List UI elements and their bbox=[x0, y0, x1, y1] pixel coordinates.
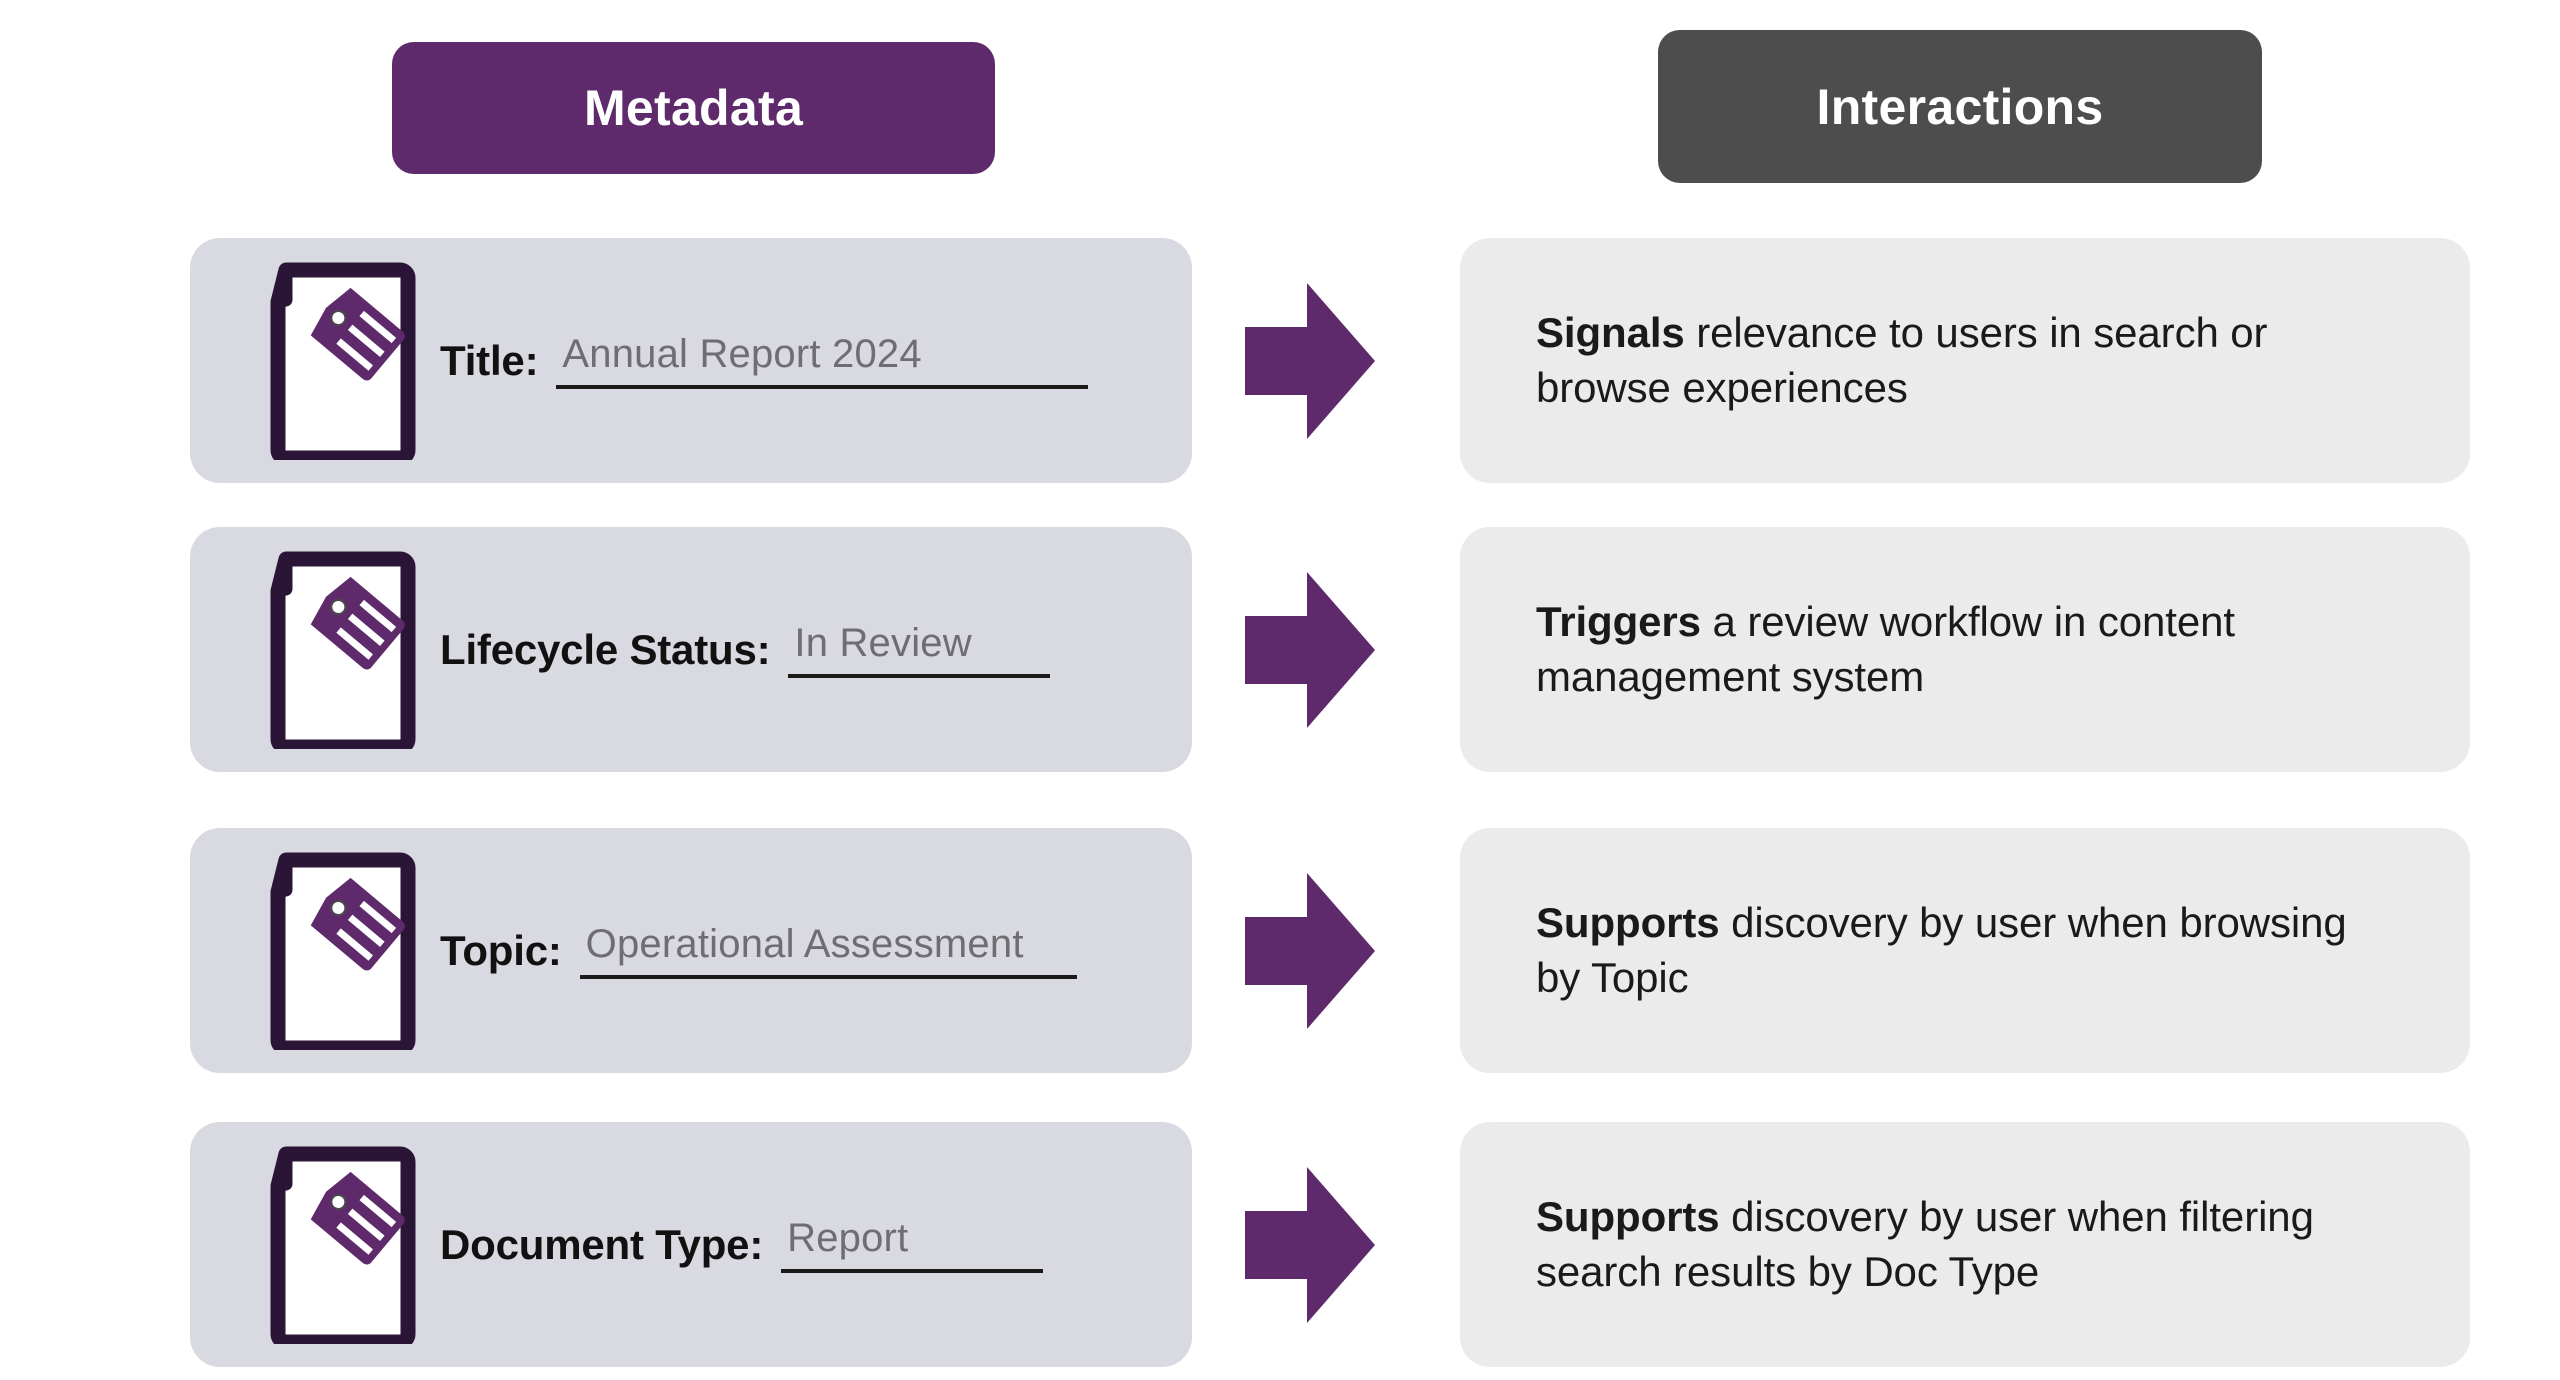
metadata-field-label: Document Type: bbox=[440, 1220, 764, 1268]
metadata-field: Topic: Operational Assessment bbox=[440, 828, 1077, 1073]
metadata-field-value-field[interactable]: Annual Report 2024 bbox=[556, 332, 1089, 389]
interaction-lead: Signals bbox=[1536, 308, 1685, 356]
interaction-lead: Supports bbox=[1536, 898, 1720, 946]
interaction-rest: a review workflow in content management … bbox=[1536, 597, 2235, 700]
interaction-card[interactable]: Signals relevance to users in search or … bbox=[1460, 238, 2470, 483]
table-row: Lifecycle Status: In Review Triggers a r… bbox=[0, 527, 2560, 772]
metadata-field: Lifecycle Status: In Review bbox=[440, 527, 1051, 772]
table-row: Title: Annual Report 2024 Signals releva… bbox=[0, 238, 2560, 483]
metadata-field-value-field[interactable]: Operational Assessment bbox=[579, 922, 1077, 979]
right-arrow-icon bbox=[1245, 873, 1375, 1029]
document-tag-icon bbox=[250, 260, 440, 460]
metadata-field-label: Title: bbox=[440, 336, 539, 384]
metadata-card[interactable]: Topic: Operational Assessment bbox=[190, 828, 1192, 1073]
interactions-column-header: Interactions bbox=[1658, 30, 2262, 183]
document-tag-icon bbox=[250, 1144, 440, 1344]
interaction-card[interactable]: Supports discovery by user when filterin… bbox=[1460, 1122, 2470, 1367]
metadata-field-value: Annual Report 2024 bbox=[562, 332, 922, 376]
interaction-text: Supports discovery by user when filterin… bbox=[1536, 1190, 2400, 1299]
metadata-field-value-field[interactable]: In Review bbox=[788, 621, 1051, 678]
table-row: Topic: Operational Assessment Supports d… bbox=[0, 828, 2560, 1073]
interaction-rest: discovery by user when filtering search … bbox=[1536, 1192, 2314, 1295]
interaction-lead: Supports bbox=[1536, 1192, 1720, 1240]
metadata-field-value: In Review bbox=[794, 621, 972, 665]
metadata-card[interactable]: Document Type: Report bbox=[190, 1122, 1192, 1367]
metadata-field: Title: Annual Report 2024 bbox=[440, 238, 1089, 483]
interaction-rest: discovery by user when browsing by Topic bbox=[1536, 898, 2347, 1001]
interaction-text: Signals relevance to users in search or … bbox=[1536, 306, 2400, 415]
interaction-card[interactable]: Supports discovery by user when browsing… bbox=[1460, 828, 2470, 1073]
metadata-field-value-field[interactable]: Report bbox=[781, 1216, 1044, 1273]
right-arrow-icon bbox=[1245, 1167, 1375, 1323]
document-tag-icon bbox=[250, 850, 440, 1050]
metadata-column-header: Metadata bbox=[392, 42, 995, 174]
interaction-rest: relevance to users in search or browse e… bbox=[1536, 308, 2268, 411]
document-tag-icon bbox=[250, 549, 440, 749]
right-arrow-icon bbox=[1245, 572, 1375, 728]
metadata-card[interactable]: Lifecycle Status: In Review bbox=[190, 527, 1192, 772]
interaction-lead: Triggers bbox=[1536, 597, 1701, 645]
interaction-text: Triggers a review workflow in content ma… bbox=[1536, 595, 2400, 704]
table-row: Document Type: Report Supports discovery… bbox=[0, 1122, 2560, 1367]
right-arrow-icon bbox=[1245, 283, 1375, 439]
metadata-header-label: Metadata bbox=[583, 80, 804, 136]
interactions-header-label: Interactions bbox=[1816, 78, 2104, 135]
interaction-text: Supports discovery by user when browsing… bbox=[1536, 896, 2400, 1005]
metadata-field: Document Type: Report bbox=[440, 1122, 1044, 1367]
metadata-field-value: Operational Assessment bbox=[585, 922, 1024, 966]
metadata-card[interactable]: Title: Annual Report 2024 bbox=[190, 238, 1192, 483]
column-headers: Metadata Interactions bbox=[0, 0, 2560, 200]
interaction-card[interactable]: Triggers a review workflow in content ma… bbox=[1460, 527, 2470, 772]
metadata-field-label: Lifecycle Status: bbox=[440, 625, 771, 673]
metadata-field-label: Topic: bbox=[440, 926, 562, 974]
metadata-field-value: Report bbox=[787, 1216, 909, 1260]
